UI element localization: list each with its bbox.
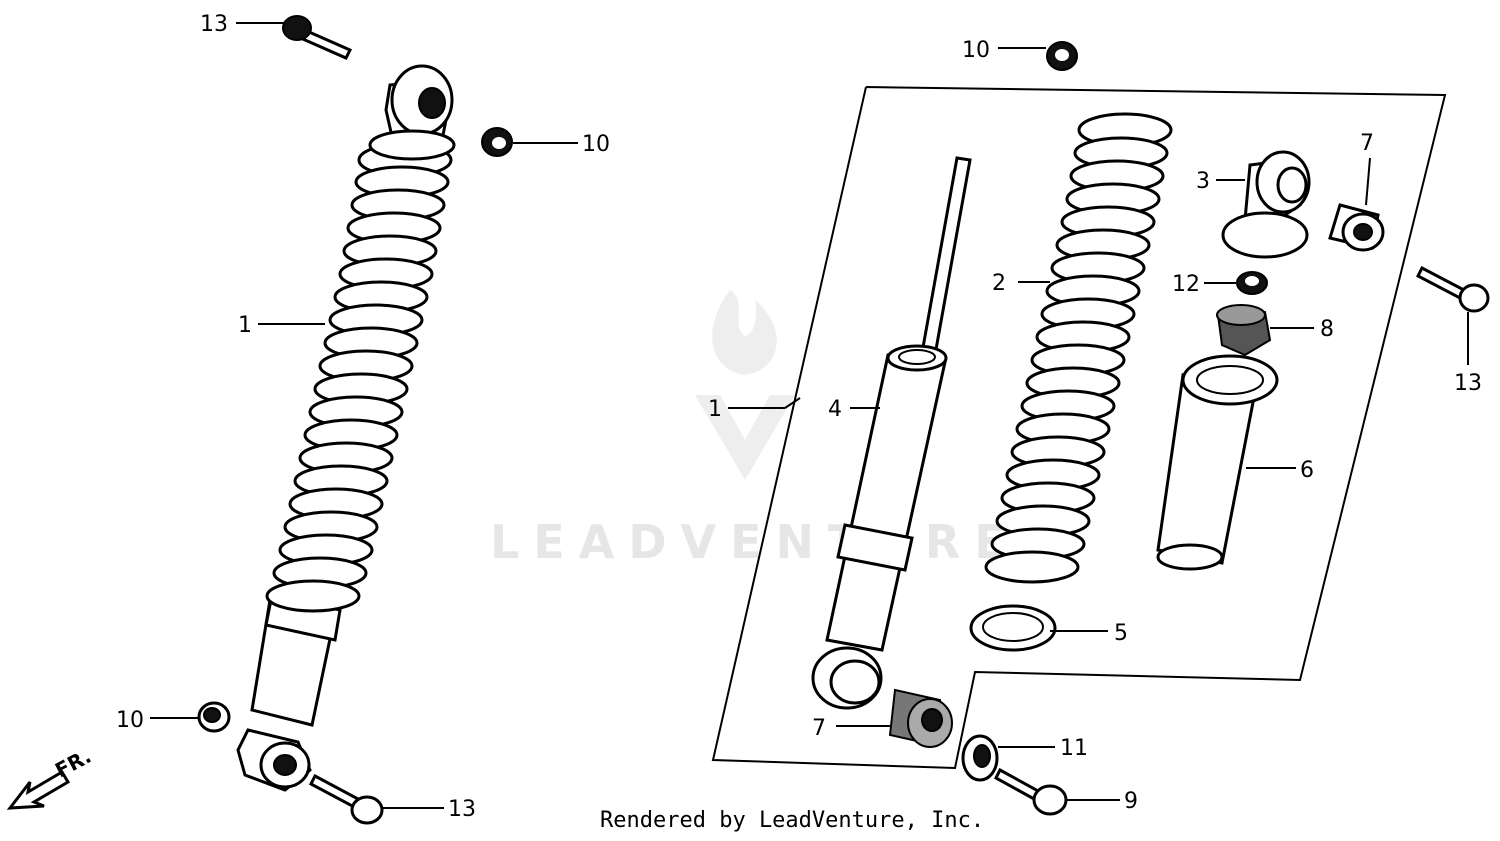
left-nut-top xyxy=(481,127,513,157)
left-nut-bottom xyxy=(197,701,231,733)
front-direction-arrow: FR. xyxy=(6,744,95,810)
watermark-text: LEADVENTURE xyxy=(490,515,1020,569)
right-nut-top xyxy=(1046,41,1078,71)
callout-dust-cover: 6 xyxy=(1300,458,1314,483)
left-spring-coils xyxy=(265,142,453,613)
callout-bushing-lower: 7 xyxy=(812,716,826,741)
damper-unit xyxy=(811,156,972,710)
left-shock-assembly xyxy=(236,64,456,792)
spring-seat xyxy=(969,604,1057,652)
dust-cover xyxy=(1156,354,1279,571)
watermark: LEADVENTURE xyxy=(490,290,1020,569)
callout-damper: 4 xyxy=(828,397,842,422)
bolt-lower xyxy=(994,767,1068,816)
callout-spring-seat: 5 xyxy=(1114,621,1128,646)
callout-right-nut-top: 10 xyxy=(962,38,990,63)
left-bolt-bottom xyxy=(309,773,384,825)
callout-bolt-lower: 9 xyxy=(1124,789,1138,814)
callout-left-bolt-bottom: 13 xyxy=(448,797,476,822)
bushing-lower xyxy=(888,688,953,748)
callout-bolt-right: 13 xyxy=(1454,371,1482,396)
callout-bushing-upper: 7 xyxy=(1360,131,1374,156)
callout-left-bolt-top: 13 xyxy=(200,12,228,37)
exploded-view-frame xyxy=(711,86,1447,770)
footer-credit: Rendered by LeadVenture, Inc. xyxy=(600,808,985,833)
callout-right-assembly: 1 xyxy=(708,397,722,422)
left-lower-eye xyxy=(236,728,312,792)
lock-nut xyxy=(1236,271,1268,295)
spring xyxy=(984,112,1173,584)
bump-rubber xyxy=(1216,304,1272,357)
bolt-right xyxy=(1416,265,1490,313)
washer xyxy=(961,734,999,782)
callout-upper-joint: 3 xyxy=(1196,169,1210,194)
callout-spring: 2 xyxy=(992,271,1006,296)
callout-left-nut-top: 10 xyxy=(582,132,610,157)
left-upper-eye xyxy=(368,64,456,161)
callout-lock-nut: 12 xyxy=(1172,272,1200,297)
callout-left-assembly: 1 xyxy=(238,313,252,338)
left-bolt-top xyxy=(282,15,353,60)
callout-washer: 11 xyxy=(1060,736,1088,761)
callout-left-nut-bottom: 10 xyxy=(116,708,144,733)
upper-joint xyxy=(1221,150,1311,259)
bushing-upper xyxy=(1328,203,1385,252)
callout-bump-rubber: 8 xyxy=(1320,317,1334,342)
